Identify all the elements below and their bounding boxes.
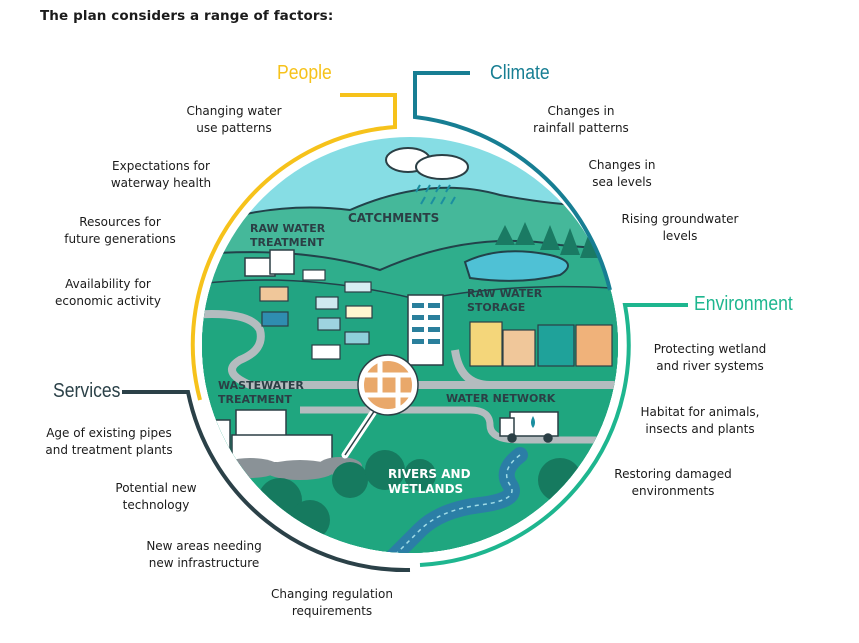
water-truck-icon	[499, 411, 559, 443]
factor-climate-3: Rising groundwater levels	[621, 212, 739, 243]
category-environment: Environment	[694, 293, 793, 315]
scene-label-rivers-wetlands-2: WETLANDS	[388, 482, 463, 496]
cloud-icon	[385, 147, 469, 180]
factor-people-4: Availability for economic activity	[55, 277, 161, 308]
arc-environment	[419, 303, 688, 567]
scene-label-wastewater-treatment-1: WASTEWATER	[218, 379, 304, 392]
factor-people-2: Expectations for waterway health	[110, 159, 212, 190]
factor-services-3: New areas needing new infrastructure	[146, 539, 262, 570]
arc-services	[122, 390, 411, 573]
arc-people	[190, 93, 397, 401]
scene-label-water-network: WATER NETWORK	[446, 392, 556, 405]
road-curve	[451, 349, 491, 389]
factor-climate-1: Changes in rainfall patterns	[533, 104, 629, 135]
factor-environment-3: Restoring damaged environments	[614, 467, 732, 498]
scene-label-catchments: CATCHMENTS	[348, 211, 439, 225]
factor-environment-1: Protecting wetland and river systems	[653, 342, 767, 373]
landscape-illustration: CATCHMENTS RAW WATER TREATMENT RAW WATER…	[202, 137, 618, 553]
rain-icon	[415, 184, 456, 205]
factor-people-3: Resources for future generations	[64, 215, 176, 246]
river-ripples	[379, 454, 521, 553]
scene-label-raw-water-treatment-1: RAW WATER	[250, 222, 326, 235]
category-people: People	[277, 62, 332, 84]
reservoir-lake	[463, 250, 569, 282]
factor-environment-2: Habitat for animals, insects and plants	[640, 405, 760, 436]
factor-services-4: Changing regulation requirements	[271, 587, 393, 618]
arc-climate	[413, 71, 612, 291]
factor-services-2: Potential new technology	[115, 481, 197, 512]
road	[202, 310, 618, 389]
magnifier-icon	[341, 354, 419, 459]
category-services: Services	[53, 380, 121, 402]
factor-climate-2: Changes in sea levels	[588, 158, 656, 189]
intro-heading: The plan considers a range of factors:	[40, 8, 334, 24]
rocks	[220, 457, 362, 480]
building-windows	[412, 303, 440, 344]
raw-water-treatment-buildings	[244, 249, 295, 277]
scene-label-wastewater-treatment-2: TREATMENT	[218, 393, 292, 406]
factor-services-1: Age of existing pipes and treatment plan…	[45, 426, 173, 457]
factor-people-1: Changing water use patterns	[186, 104, 282, 135]
scene-label-raw-water-treatment-2: TREATMENT	[250, 236, 324, 249]
scene-label-raw-water-storage-1: RAW WATER	[467, 287, 543, 300]
scene-label-raw-water-storage-2: STORAGE	[467, 301, 525, 314]
town-shops	[469, 321, 613, 367]
category-climate: Climate	[490, 62, 550, 84]
houses	[259, 269, 373, 360]
scene-label-rivers-wetlands-1: RIVERS AND	[388, 467, 471, 481]
